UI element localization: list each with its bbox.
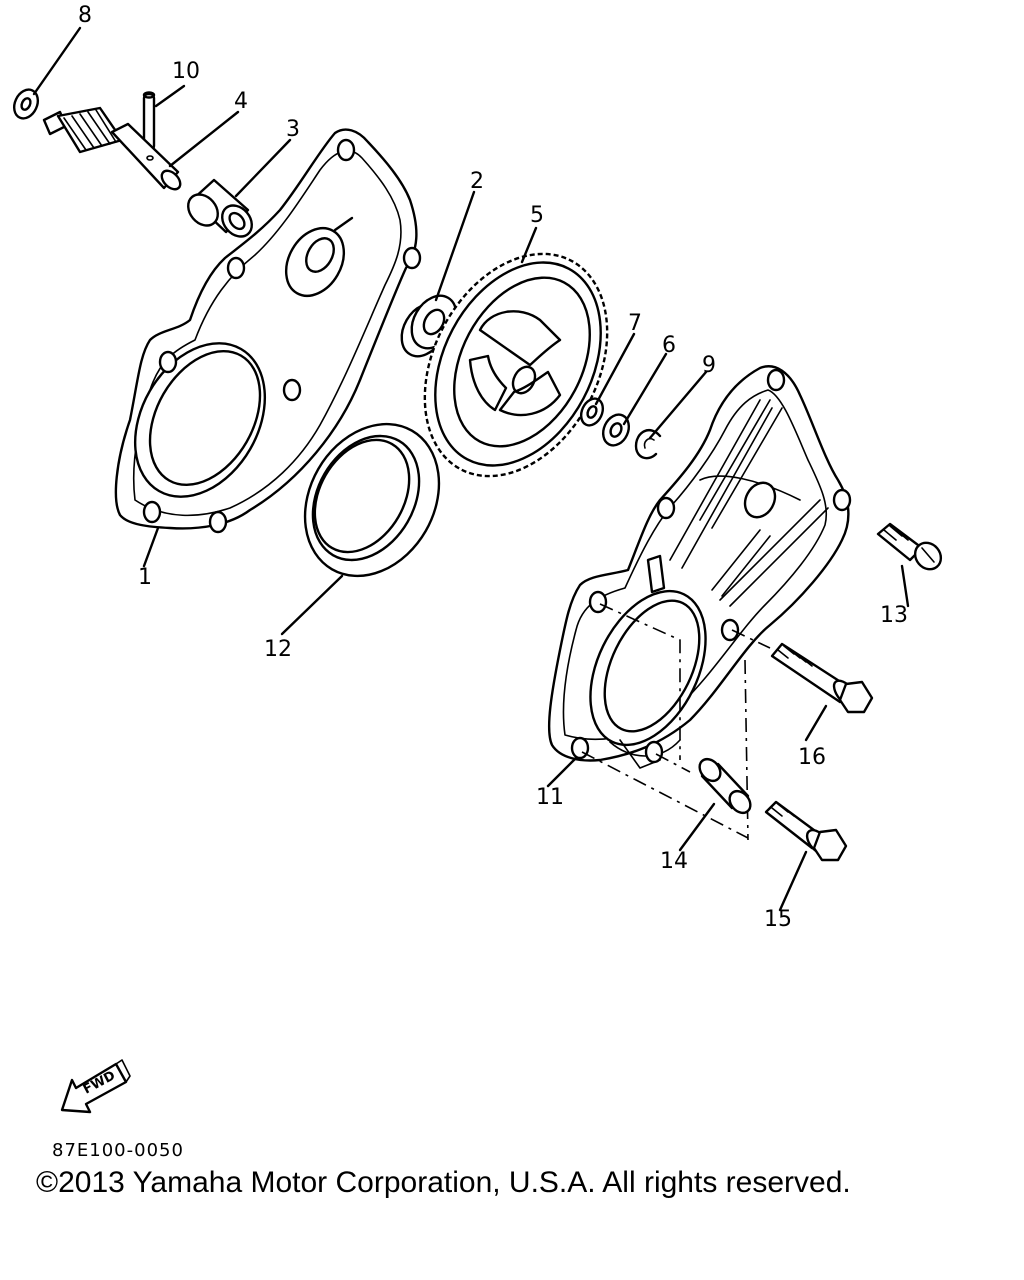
callout-10: 10 bbox=[172, 59, 200, 84]
callout-labels: 8 10 4 3 2 5 7 6 9 1 12 13 16 11 14 15 bbox=[78, 3, 908, 932]
part-8-washer bbox=[12, 88, 40, 120]
callout-15: 15 bbox=[764, 907, 792, 932]
leader-lines bbox=[32, 26, 910, 912]
part-4-worm-shaft bbox=[42, 106, 182, 191]
callout-13: 13 bbox=[880, 603, 908, 628]
fwd-arrow-icon: FWD bbox=[60, 1059, 131, 1114]
part-11-outer-case-cover bbox=[547, 365, 852, 769]
callout-11: 11 bbox=[536, 785, 564, 810]
callout-1: 1 bbox=[138, 565, 152, 590]
callout-3: 3 bbox=[286, 117, 300, 142]
callout-5: 5 bbox=[530, 203, 544, 228]
callout-2: 2 bbox=[470, 169, 484, 194]
callout-8: 8 bbox=[78, 3, 92, 28]
part-7-washer bbox=[579, 397, 605, 427]
part-3-bushing bbox=[187, 178, 253, 238]
part-14-dowel bbox=[698, 757, 752, 815]
callout-9: 9 bbox=[702, 353, 716, 378]
callout-16: 16 bbox=[798, 745, 826, 770]
part-16-flange-bolt bbox=[770, 642, 874, 714]
exploded-parts-diagram: 8 10 4 3 2 5 7 6 9 1 12 13 16 11 14 15 F… bbox=[12, 3, 943, 1114]
part-9-circlip bbox=[634, 429, 662, 460]
callout-6: 6 bbox=[662, 333, 676, 358]
part-13-screw bbox=[876, 522, 943, 571]
diagram-code: 87E100-0050 bbox=[52, 1140, 184, 1161]
callout-7: 7 bbox=[628, 311, 642, 336]
callout-12: 12 bbox=[264, 637, 292, 662]
callout-4: 4 bbox=[234, 89, 248, 114]
copyright-notice: ©2013 Yamaha Motor Corporation, U.S.A. A… bbox=[36, 1166, 851, 1199]
part-12-seal-ring bbox=[303, 422, 441, 578]
callout-14: 14 bbox=[660, 849, 688, 874]
part-15-flange-bolt bbox=[764, 800, 848, 862]
part-5-driven-gear bbox=[423, 252, 609, 478]
part-1-gear-case-cover bbox=[114, 128, 422, 534]
part-6-washer bbox=[601, 413, 631, 447]
